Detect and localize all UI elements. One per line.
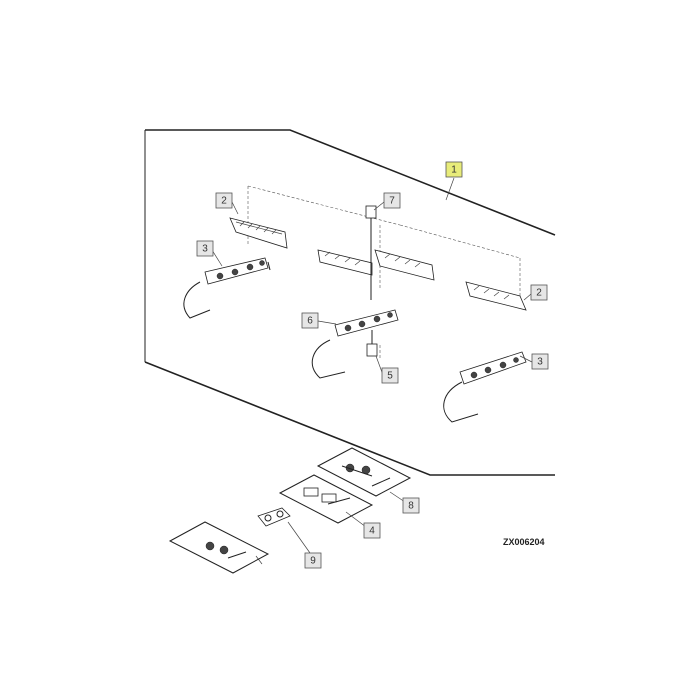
- knife-section-left: [229, 217, 288, 249]
- carrier-arm-center: [311, 339, 346, 379]
- leader-lines: [211, 177, 533, 565]
- kit-panel-8: [316, 447, 412, 497]
- callout-1-label: 1: [451, 165, 457, 176]
- callout-7-label: 7: [389, 196, 395, 207]
- callout-9[interactable]: 9: [304, 552, 322, 569]
- callout-3-right-label: 3: [537, 357, 543, 368]
- callout-5[interactable]: 5: [381, 367, 399, 384]
- callout-3-right[interactable]: 3: [531, 353, 549, 370]
- chain-guide-right: [459, 351, 527, 385]
- kit-panel-9: [257, 507, 291, 527]
- callout-3-left-label: 3: [202, 244, 208, 255]
- knife-section-center: [374, 249, 435, 281]
- callout-6[interactable]: 6: [301, 312, 319, 329]
- callout-8[interactable]: 8: [402, 497, 420, 514]
- bolt-top: [365, 205, 377, 300]
- callout-3-left[interactable]: 3: [196, 240, 214, 257]
- assembly-frame: [144, 129, 556, 476]
- carrier-arm-left: [183, 261, 271, 319]
- knife-section-mid: [317, 249, 373, 276]
- chain-guide-center: [334, 309, 399, 337]
- carrier-arm-right: [443, 381, 479, 423]
- callout-2-right[interactable]: 2: [530, 284, 548, 301]
- bolt-bottom: [366, 330, 378, 357]
- callout-7[interactable]: 7: [383, 192, 401, 209]
- callout-9-label: 9: [310, 556, 316, 567]
- callout-5-label: 5: [387, 371, 393, 382]
- callout-4[interactable]: 4: [363, 522, 381, 539]
- callout-2-left-label: 2: [221, 196, 227, 207]
- kit-panel-4: [278, 474, 374, 524]
- chain-guide-left: [204, 257, 269, 285]
- knife-section-right: [465, 281, 527, 311]
- callout-4-label: 4: [369, 526, 375, 537]
- callout-8-label: 8: [408, 501, 414, 512]
- callout-6-label: 6: [307, 316, 313, 327]
- guide-lines: [247, 185, 521, 360]
- kit-panel-bottom: [168, 521, 270, 574]
- callout-2-right-label: 2: [536, 288, 542, 299]
- callout-2-left[interactable]: 2: [215, 192, 233, 209]
- reference-code: ZX006204: [503, 537, 545, 547]
- callout-1[interactable]: 1: [445, 161, 463, 178]
